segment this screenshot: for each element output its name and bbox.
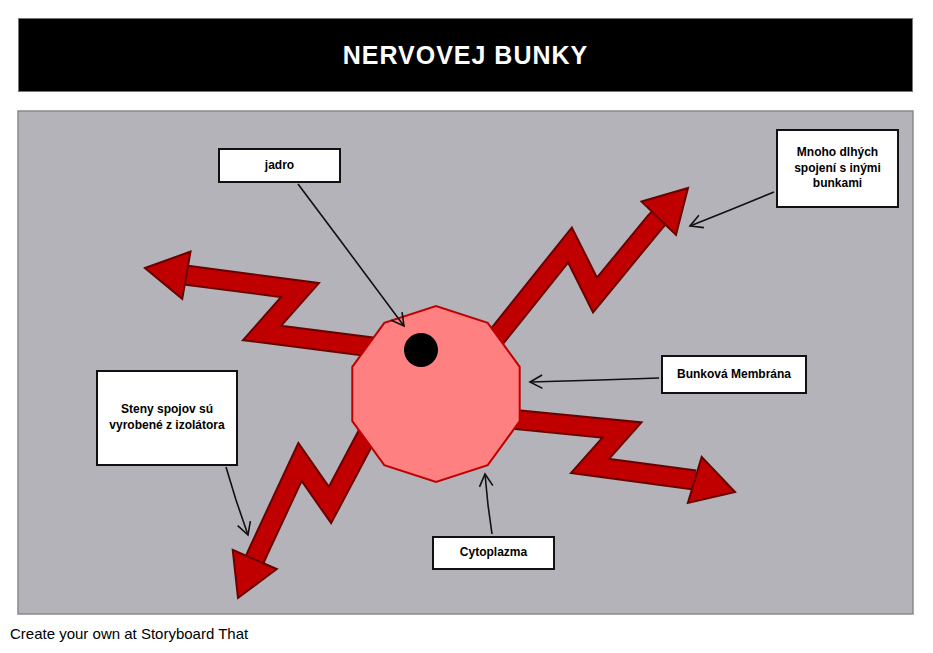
- leader-head: [530, 375, 542, 388]
- nucleus: [404, 333, 438, 367]
- leader-line: [530, 378, 659, 382]
- arrow-head: [233, 550, 277, 598]
- arrow-head: [688, 457, 735, 503]
- cell-body: [352, 306, 519, 482]
- leader-line: [298, 184, 404, 326]
- leader-head: [480, 474, 493, 487]
- arrow-outline: [500, 418, 695, 480]
- leader-head: [391, 312, 404, 326]
- leader-line: [226, 467, 248, 535]
- arrow-shaft: [255, 420, 375, 559]
- arrow-shaft: [490, 218, 659, 345]
- arrow-head: [642, 188, 688, 235]
- callout-box: jadro: [218, 148, 341, 183]
- callout-text: Cytoplazma: [460, 545, 527, 561]
- leader-head: [690, 215, 704, 227]
- callout-box: Steny spojov sú vyrobené z izolátora: [96, 370, 238, 466]
- title: NERVOVEJ BUNKY: [343, 41, 589, 70]
- background-panel: [18, 111, 913, 614]
- leader-line: [690, 192, 774, 226]
- leader-head: [238, 521, 251, 535]
- arrow-shaft: [185, 275, 380, 348]
- callout-text: Bunková Membrána: [677, 367, 791, 383]
- callout-box: Bunková Membrána: [661, 355, 807, 394]
- callout-box: Cytoplazma: [432, 536, 555, 570]
- arrow-outline: [255, 420, 375, 559]
- arrow-outline: [185, 275, 380, 348]
- callout-text: Steny spojov sú vyrobené z izolátora: [104, 402, 230, 433]
- arrow-head: [145, 252, 191, 299]
- arrow-outline: [490, 218, 659, 345]
- callout-text: jadro: [265, 158, 294, 174]
- callout-text: Mnoho dlhých spojení s inými bunkami: [784, 145, 891, 192]
- watermark: Create your own at Storyboard That: [10, 625, 248, 642]
- arrow-shaft: [500, 418, 695, 480]
- callout-box: Mnoho dlhých spojení s inými bunkami: [776, 129, 899, 208]
- title-bar: NERVOVEJ BUNKY: [18, 18, 913, 92]
